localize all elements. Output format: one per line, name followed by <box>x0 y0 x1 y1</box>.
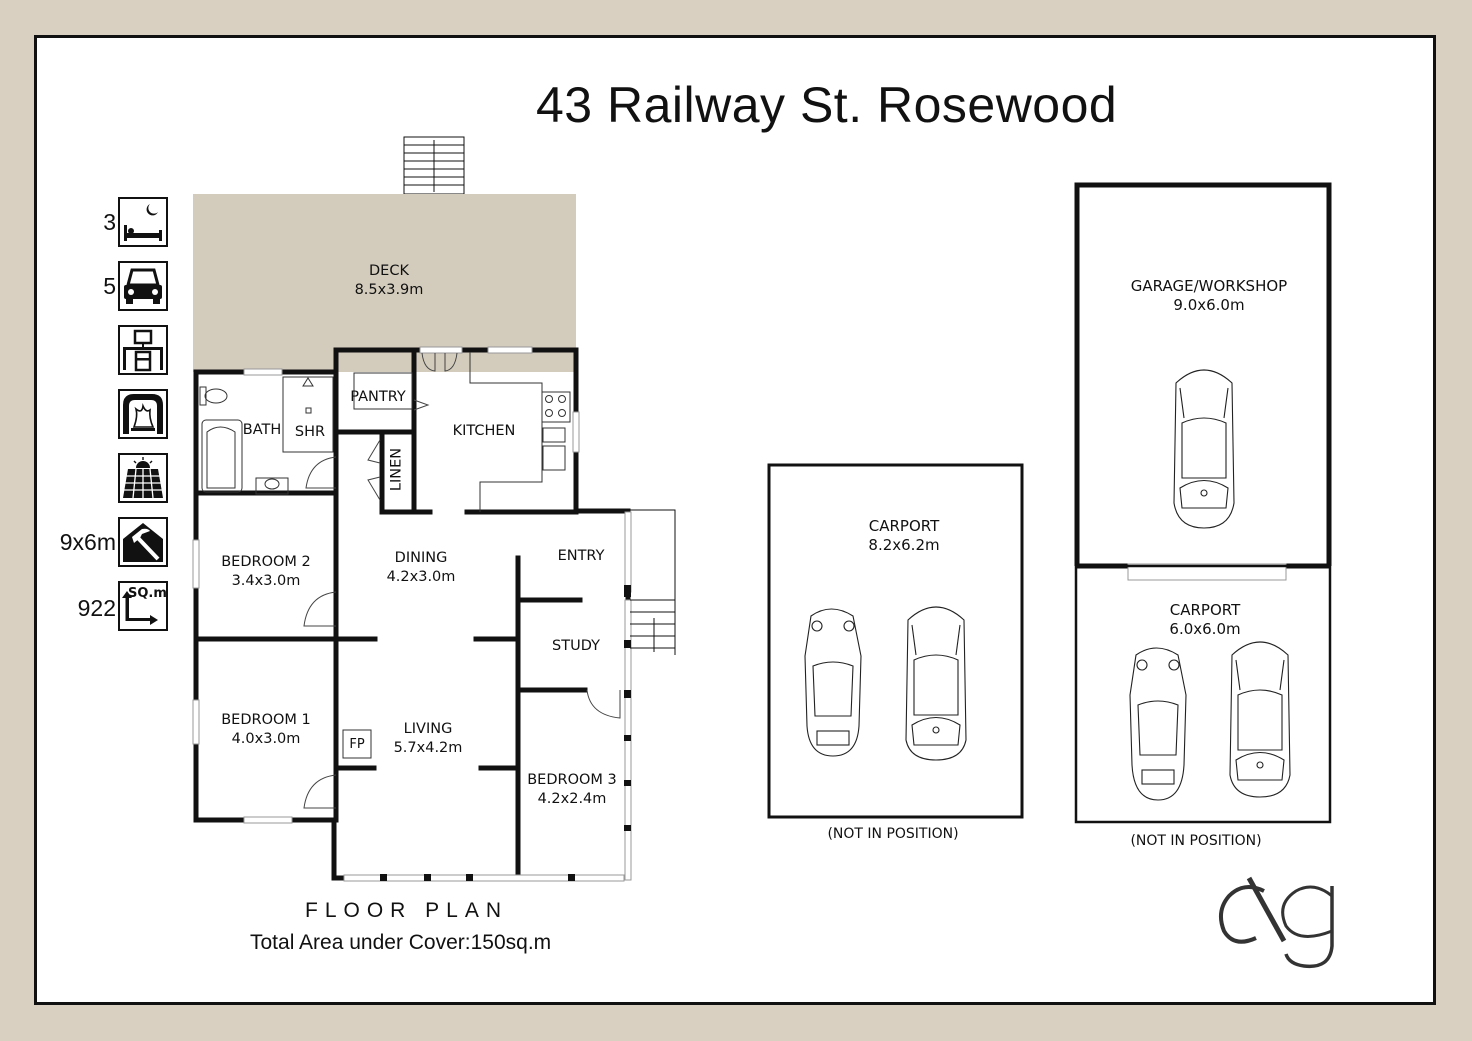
shed-hammer-icon <box>118 517 168 567</box>
room-size: 4.2x2.4m <box>537 791 607 807</box>
bedroom-count: 3 <box>103 209 116 235</box>
room-dining: DINING 4.2x3.0m <box>387 549 456 587</box>
room-size: 3.4x3.0m <box>231 573 301 589</box>
room-shr: SHR <box>294 424 326 440</box>
carport-1-outline <box>767 463 1024 819</box>
carport-2-note: (NOT IN POSITION) <box>1130 833 1262 849</box>
room-deck: DECK 8.5x3.9m <box>355 262 424 300</box>
room-kitchen: KITCHEN <box>452 423 516 439</box>
fireplace-label: FP <box>349 737 365 752</box>
deck-area <box>193 194 576 372</box>
carport-1-note: (NOT IN POSITION) <box>827 826 959 842</box>
land-area-icon: SQ.m <box>118 581 168 631</box>
room-bedroom-3: BEDROOM 3 4.2x2.4m <box>527 771 617 809</box>
car-drawing <box>1229 641 1291 798</box>
outbuilding-size: 9.0x6.0m <box>1173 296 1245 314</box>
room-name: BEDROOM 2 <box>221 554 311 570</box>
room-name: DECK <box>369 263 409 279</box>
garage-label: GARAGE/WORKSHOP 9.0x6.0m <box>1131 277 1287 315</box>
total-area-text: Total Area under Cover:150sq.m <box>250 931 552 954</box>
room-size: 4.0x3.0m <box>231 731 301 747</box>
room-name: BEDROOM 1 <box>221 712 311 728</box>
room-name: BEDROOM 3 <box>527 772 617 788</box>
room-pantry: PANTRY <box>350 389 406 405</box>
room-name: DINING <box>394 550 448 566</box>
shed-size: 9x6m <box>59 529 116 555</box>
car-drawings <box>804 369 1291 801</box>
car-drawing <box>905 606 967 761</box>
room-name: LIVING <box>403 721 453 737</box>
room-bedroom-1: BEDROOM 1 4.0x3.0m <box>221 711 311 749</box>
room-entry: ENTRY <box>557 548 605 564</box>
outbuilding-name: CARPORT <box>868 517 940 535</box>
outbuilding-size: 6.0x6.0m <box>1169 620 1241 638</box>
desk-icon <box>118 325 168 375</box>
room-bath: BATH <box>242 422 282 438</box>
room-size: 8.5x3.9m <box>354 282 424 298</box>
room-bedroom-2: BEDROOM 2 3.4x3.0m <box>221 553 311 591</box>
outbuilding-size: 8.2x6.2m <box>868 536 940 554</box>
room-study: STUDY <box>552 638 600 654</box>
car-drawing <box>1173 369 1235 529</box>
entry-stairs <box>628 509 676 655</box>
land-area-icon-text: SQ.m <box>128 586 166 601</box>
solar-panel-icon <box>118 453 168 503</box>
carport-1-label: CARPORT 8.2x6.2m <box>868 517 939 555</box>
room-size: 4.2x3.0m <box>386 569 456 585</box>
agency-logo <box>1214 866 1344 976</box>
bed-icon <box>118 197 168 247</box>
outbuilding-name: GARAGE/WORKSHOP <box>1130 277 1288 295</box>
car-drawing <box>804 608 862 757</box>
doors <box>303 352 621 809</box>
carport-2-label: CARPORT 6.0x6.0m <box>1169 601 1240 639</box>
fireplace-icon <box>118 389 168 439</box>
carport-2-outline <box>1074 564 1332 824</box>
property-address-title: 43 Railway St. Rosewood <box>536 77 1118 133</box>
garage-outline <box>1074 182 1332 566</box>
outbuilding-name: CARPORT <box>1169 601 1241 619</box>
floor-plan-heading: FLOOR PLAN <box>305 899 509 922</box>
room-living: LIVING 5.7x4.2m <box>394 720 463 758</box>
room-size: 5.7x4.2m <box>393 740 463 756</box>
parking-count: 5 <box>103 273 116 299</box>
car-icon <box>118 261 168 311</box>
land-area-value: 922 <box>77 595 116 621</box>
car-drawing <box>1129 647 1187 801</box>
